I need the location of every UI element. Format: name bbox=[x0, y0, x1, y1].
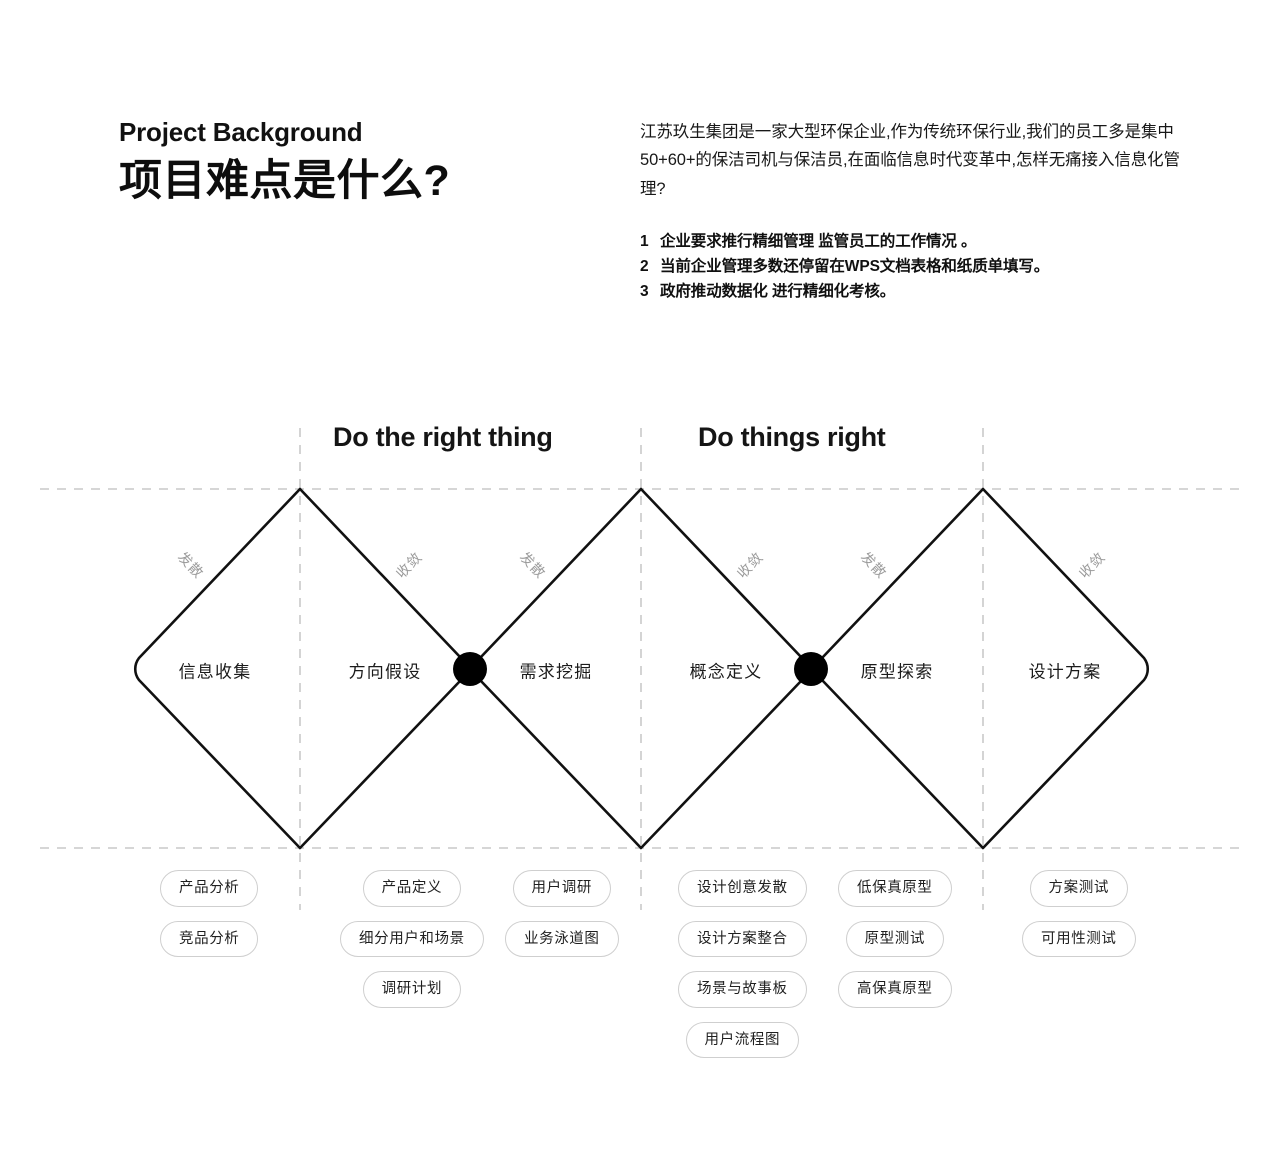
deliverable-pill[interactable]: 用户流程图 bbox=[685, 1021, 800, 1058]
key-point-text: 企业要求推行精细管理 监管员工的工作情况 。 bbox=[660, 233, 977, 251]
key-point-item: 3 政府推动数据化 进行精细化考核。 bbox=[640, 279, 1180, 304]
deliverable-pill[interactable]: 低保真原型 bbox=[838, 870, 952, 907]
stage-label-3: 需求挖掘 bbox=[519, 662, 593, 682]
deliverable-pill[interactable]: 原型测试 bbox=[845, 920, 944, 957]
phase-heading-do-things-right: Do things right bbox=[698, 422, 886, 452]
deliverable-pill[interactable]: 细分用户和场景 bbox=[340, 920, 484, 957]
deliverable-column-3: 用户调研业务泳道图 bbox=[505, 870, 619, 957]
key-point-number: 2 bbox=[640, 258, 649, 276]
deliverables-layer: 产品分析竞品分析产品定义细分用户和场景调研计划用户调研业务泳道图设计创意发散设计… bbox=[0, 360, 1280, 1060]
deliverable-column-6: 方案测试可用性测试 bbox=[1022, 870, 1136, 957]
double-diamond-diagram: Do the right thing Do things right 信息收集方… bbox=[0, 360, 1280, 1060]
deliverable-pill[interactable]: 调研计划 bbox=[362, 971, 462, 1008]
deliverable-pill[interactable]: 设计创意发散 bbox=[678, 870, 807, 907]
deliverable-pill[interactable]: 业务泳道图 bbox=[505, 920, 619, 957]
stage-label-4: 概念定义 bbox=[689, 662, 763, 682]
key-point-text: 政府推动数据化 进行精细化考核。 bbox=[660, 283, 896, 301]
key-point-number: 1 bbox=[640, 233, 649, 251]
deliverable-pill[interactable]: 场景与故事板 bbox=[678, 971, 807, 1008]
phase-heading-do-the-right-thing: Do the right thing bbox=[333, 422, 553, 452]
deliverable-column-4: 设计创意发散设计方案整合场景与故事板用户流程图 bbox=[678, 870, 807, 1058]
eyebrow-title: Project Background bbox=[119, 117, 363, 147]
deliverable-pill[interactable]: 用户调研 bbox=[512, 870, 611, 907]
key-points-list: 1 企业要求推行精细管理 监管员工的工作情况 。 2 当前企业管理多数还停留在WPS文… bbox=[640, 229, 1180, 304]
key-point-number: 3 bbox=[640, 283, 649, 301]
key-point-item: 2 当前企业管理多数还停留在WPS文档表格和纸质单填写。 bbox=[640, 254, 1180, 279]
page-title: 项目难点是什么? bbox=[119, 156, 451, 205]
project-background-section: Project Background 项目难点是什么? 江苏玖生集团是一家大型环… bbox=[0, 0, 1280, 360]
deliverable-column-2: 产品定义细分用户和场景调研计划 bbox=[340, 870, 484, 1008]
double-diamond-svg bbox=[40, 428, 1240, 910]
title-block: Project Background 项目难点是什么? bbox=[119, 118, 589, 205]
key-point-item: 1 企业要求推行精细管理 监管员工的工作情况 。 bbox=[640, 229, 1180, 254]
stage-label-2: 方向假设 bbox=[348, 662, 422, 682]
deliverable-column-5: 低保真原型原型测试高保真原型 bbox=[838, 870, 952, 1008]
deliverable-pill[interactable]: 产品分析 bbox=[160, 870, 259, 907]
deliverable-pill[interactable]: 竞品分析 bbox=[160, 920, 259, 957]
deliverable-pill[interactable]: 产品定义 bbox=[362, 870, 462, 907]
deliverable-pill[interactable]: 设计方案整合 bbox=[678, 920, 807, 957]
connector-node-1 bbox=[453, 652, 487, 686]
stage-label-6: 设计方案 bbox=[1028, 662, 1102, 682]
stage-label-5: 原型探索 bbox=[860, 662, 934, 682]
deliverable-pill[interactable]: 高保真原型 bbox=[838, 971, 952, 1008]
intro-block: 江苏玖生集团是一家大型环保企业,作为传统环保行业,我们的员工多是集中50+60+… bbox=[640, 118, 1180, 304]
intro-paragraph: 江苏玖生集团是一家大型环保企业,作为传统环保行业,我们的员工多是集中50+60+… bbox=[640, 123, 1180, 198]
key-point-text: 当前企业管理多数还停留在WPS文档表格和纸质单填写。 bbox=[660, 258, 1050, 276]
stage-label-1: 信息收集 bbox=[178, 662, 252, 682]
connector-node-2 bbox=[794, 652, 828, 686]
deliverable-column-1: 产品分析竞品分析 bbox=[160, 870, 259, 957]
deliverable-pill[interactable]: 方案测试 bbox=[1029, 870, 1128, 907]
deliverable-pill[interactable]: 可用性测试 bbox=[1022, 920, 1136, 957]
